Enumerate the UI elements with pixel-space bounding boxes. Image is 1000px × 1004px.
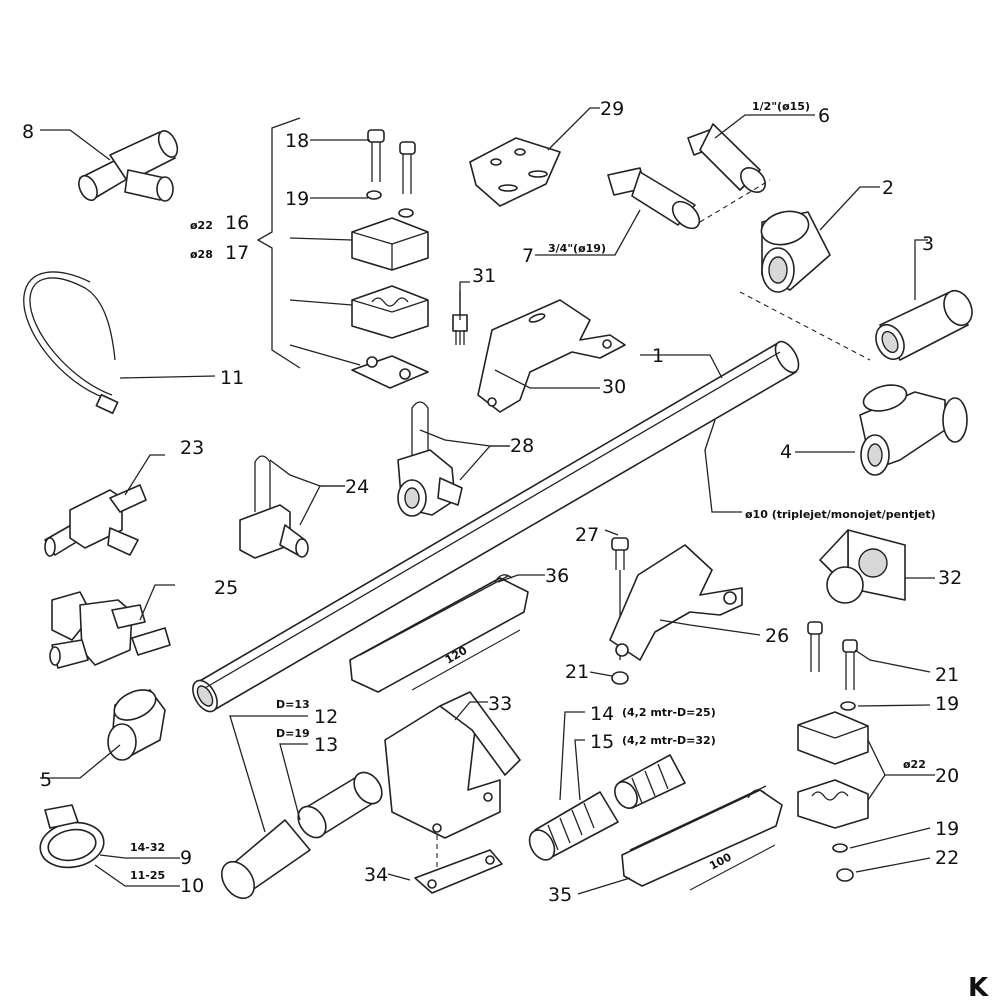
clamp-stack-parts-16-19 <box>256 117 429 389</box>
label-1: 1 <box>652 345 664 367</box>
label-23: 23 <box>180 437 204 459</box>
brand-logo: K <box>968 973 989 1003</box>
annotation-range-9: 14-32 <box>130 841 165 854</box>
label-4: 4 <box>780 441 792 463</box>
label-15: 15 <box>590 731 614 753</box>
annotation-d20: ø22 <box>903 758 926 771</box>
annotation-nozzle: ø10 (triplejet/monojet/pentjet) <box>745 508 936 521</box>
pipe-part-1 <box>192 340 800 713</box>
label-30: 30 <box>602 376 626 398</box>
saddle-clip-part-24 <box>239 455 309 559</box>
label-19-bottom: 19 <box>935 818 959 840</box>
plate-part-34 <box>414 849 503 894</box>
label-35: 35 <box>548 884 572 906</box>
label-13: 13 <box>314 734 338 756</box>
sleeve-parts-12-13 <box>220 771 383 900</box>
label-12: 12 <box>314 706 338 728</box>
end-plug-part-5 <box>107 689 166 761</box>
label-8: 8 <box>22 121 34 143</box>
nozzle-holder-part-28 <box>397 401 463 517</box>
label-19-mid: 19 <box>935 693 959 715</box>
hose-tail-part-7 <box>607 167 701 230</box>
label-25: 25 <box>214 577 238 599</box>
label-7: 7 <box>522 245 534 267</box>
annotation-size-6: 1/2"(ø15) <box>752 100 810 113</box>
label-17: 17 <box>225 242 249 264</box>
support-part-35 <box>621 785 783 891</box>
label-27: 27 <box>575 524 599 546</box>
label-24: 24 <box>345 476 369 498</box>
bracket-part-33 <box>384 691 521 839</box>
annotation-range-10: 11-25 <box>130 869 165 882</box>
support-part-36 <box>349 574 529 693</box>
cable-tie-part-11 <box>23 271 119 415</box>
clamp-part-20 <box>797 701 869 882</box>
label-3: 3 <box>922 233 934 255</box>
annotation-d17: ø28 <box>190 248 213 261</box>
corrugated-hose-parts-14-15 <box>528 754 686 861</box>
label-21-right: 21 <box>935 664 959 686</box>
tee-connector-part-4 <box>859 384 968 476</box>
label-36: 36 <box>545 565 569 587</box>
label-19-top: 19 <box>285 188 309 210</box>
tee-adapter-part-23 <box>44 484 147 557</box>
label-16: 16 <box>225 212 249 234</box>
elbow-part-2 <box>760 210 831 293</box>
label-11: 11 <box>220 367 244 389</box>
label-5: 5 <box>40 769 52 791</box>
straight-connector-part-3 <box>875 289 973 361</box>
annotation-d13: D=19 <box>276 727 310 740</box>
hose-clamp-parts-9-10 <box>39 804 105 869</box>
label-33: 33 <box>488 693 512 715</box>
svg-text:K: K <box>968 973 989 1000</box>
leader-lines <box>40 107 935 895</box>
nut-part-21 <box>611 671 629 685</box>
annotation-len-14: (4,2 mtr-D=25) <box>622 706 716 719</box>
tee-adapter-part-25 <box>49 591 171 669</box>
hose-tail-part-6 <box>687 123 766 193</box>
annotation-len-15: (4,2 mtr-D=32) <box>622 734 716 747</box>
label-10: 10 <box>180 875 204 897</box>
label-20: 20 <box>935 765 959 787</box>
tee-fitting-part-8 <box>78 130 179 202</box>
bracket-part-30 <box>477 299 626 413</box>
annotation-size-7: 3/4"(ø19) <box>548 242 606 255</box>
label-32: 32 <box>938 567 962 589</box>
label-18: 18 <box>285 130 309 152</box>
label-34: 34 <box>364 864 388 886</box>
bracket-part-26 <box>609 544 743 661</box>
annotation-d12: D=13 <box>276 698 310 711</box>
label-2: 2 <box>882 177 894 199</box>
plate-part-29 <box>469 137 561 207</box>
annotation-d16: ø22 <box>190 219 213 232</box>
label-29: 29 <box>600 98 624 120</box>
label-21-left: 21 <box>565 661 589 683</box>
label-14: 14 <box>590 703 614 725</box>
label-6: 6 <box>818 105 830 127</box>
label-26: 26 <box>765 625 789 647</box>
label-31: 31 <box>472 265 496 287</box>
dimension-annotations: 1/2"(ø15) 3/4"(ø19) ø22 ø28 ø22 ø10 (tri… <box>130 100 936 882</box>
bolts-part-21 <box>807 621 858 690</box>
disc-part-32 <box>819 529 906 604</box>
label-28: 28 <box>510 435 534 457</box>
label-22: 22 <box>935 847 959 869</box>
part-number-labels: 8 18 19 16 17 11 29 6 7 2 3 31 1 30 4 23… <box>22 98 962 906</box>
label-9: 9 <box>180 847 192 869</box>
